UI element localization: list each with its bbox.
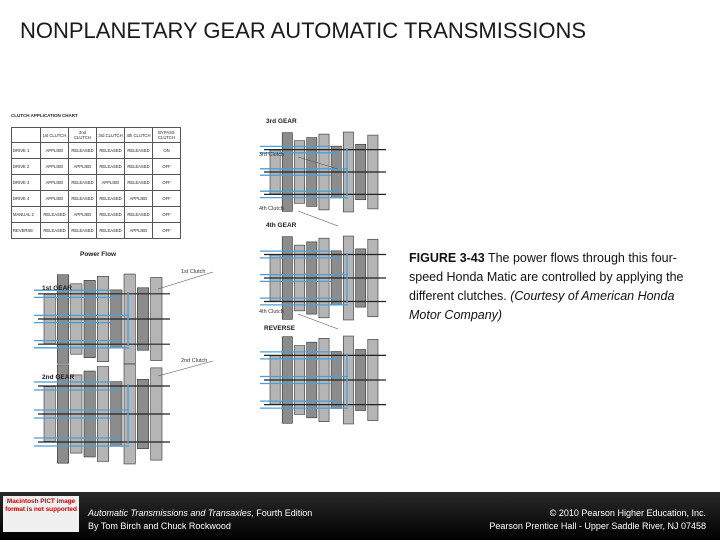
chart-corner: [11, 127, 41, 143]
chart-row-label: DRIVE 3: [11, 174, 41, 191]
chart-cell: OFF: [152, 222, 181, 239]
book-title: Automatic Transmissions and Transaxles: [88, 508, 252, 518]
chart-header-row: 1st CLUTCH 2nd CLUTCH 3rd CLUTCH 4th CLU…: [11, 127, 181, 143]
chart-cell: APPLIED: [124, 222, 153, 239]
chart-row: DRIVE 3 APPLIED RELEASED APPLIED RELEASE…: [11, 174, 181, 191]
reverse-label: REVERSE: [264, 325, 296, 332]
chart-cell: APPLIED: [40, 158, 69, 175]
figure-caption: FIGURE 3-43 The power flows through this…: [409, 249, 699, 325]
chart-cell: APPLIED: [124, 190, 153, 207]
chart-cell: OFF: [152, 206, 181, 223]
second-gear-label: 2nd GEAR: [42, 374, 75, 381]
chart-cell: RELEASED: [96, 190, 125, 207]
chart-cell: RELEASED: [124, 142, 153, 159]
second-clutch-label: 2nd Clutch: [181, 358, 208, 364]
chart-cell: RELEASED: [68, 174, 97, 191]
chart-row: REVERSE RELEASED RELEASED RELEASED APPLI…: [11, 222, 181, 239]
reverse-drawing: [260, 335, 386, 425]
chart-row-label: MANUAL 2: [11, 206, 41, 223]
first-gear-label: 1st GEAR: [42, 285, 72, 292]
book-edition: , Fourth Edition: [251, 508, 313, 518]
third-gear-drawing: [260, 131, 386, 213]
chart-cell: RELEASED: [68, 222, 97, 239]
chart-row: DRIVE 1 APPLIED RELEASED RELEASED RELEAS…: [11, 142, 181, 159]
book-authors: By Tom Birch and Chuck Rockwood: [88, 520, 231, 531]
chart-cell: OFF: [152, 158, 181, 175]
chart-cell: RELEASED: [124, 174, 153, 191]
chart-cell: APPLIED: [68, 206, 97, 223]
fourth-clutch-label: 4th Clutch: [259, 206, 284, 212]
copyright-text: © 2010 Pearson Higher Education, Inc.: [549, 508, 706, 518]
chart-header: BYPASS CLUTCH: [152, 127, 181, 143]
chart-cell: APPLIED: [40, 174, 69, 191]
caption-text: The power flows through this four-speed …: [409, 251, 684, 303]
footer-book-line: Automatic Transmissions and Transaxles, …: [88, 507, 312, 520]
slide-title: NONPLANETARY GEAR AUTOMATIC TRANSMISSION…: [20, 18, 587, 43]
caption-credit: (Courtesy of American Honda Motor Compan…: [409, 289, 675, 322]
chart-header: 3rd CLUTCH: [96, 127, 125, 143]
chart-cell: RELEASED: [96, 158, 125, 175]
third-clutch-label: 3rd Clutch: [259, 152, 285, 158]
chart-header: 2nd CLUTCH: [68, 127, 97, 143]
figure-3-43: CLUTCH APPLICATION CHART 1st CLUTCH 2nd …: [8, 113, 398, 480]
chart-row: DRIVE 4 APPLIED RELEASED RELEASED APPLIE…: [11, 190, 181, 207]
footer-book-info: Automatic Transmissions and Transaxles, …: [88, 507, 312, 532]
fourth-clutch-label-b: 4th Clutch: [259, 309, 284, 315]
clutch-application-chart: 1st CLUTCH 2nd CLUTCH 3rd CLUTCH 4th CLU…: [11, 127, 181, 239]
chart-cell: RELEASED: [96, 142, 125, 159]
chart-cell: RELEASED: [124, 206, 153, 223]
chart-row-label: DRIVE 4: [11, 190, 41, 207]
chart-cell: APPLIED: [40, 142, 69, 159]
chart-cell: RELEASED: [40, 222, 69, 239]
fourth-gear-drawing: [260, 235, 386, 321]
clutch-chart-title: CLUTCH APPLICATION CHART: [11, 113, 78, 118]
chart-header: 4th CLUTCH: [124, 127, 153, 143]
chart-cell: RELEASED: [68, 142, 97, 159]
chart-row-label: DRIVE 2: [11, 158, 41, 175]
chart-cell: ON: [152, 142, 181, 159]
footer-copyright: © 2010 Pearson Higher Education, Inc. Pe…: [489, 507, 706, 532]
power-flow-label: Power Flow: [80, 251, 117, 258]
chart-cell: RELEASED: [96, 222, 125, 239]
chart-row: DRIVE 2 APPLIED APPLIED RELEASED RELEASE…: [11, 158, 181, 175]
chart-row-label: DRIVE 1: [11, 142, 41, 159]
chart-cell: RELEASED: [40, 206, 69, 223]
leader-line: [297, 313, 339, 330]
footer-bar: Macintosh PICT image format is not suppo…: [0, 492, 720, 540]
chart-header: 1st CLUTCH: [40, 127, 69, 143]
chart-cell: RELEASED: [124, 158, 153, 175]
chart-row-label: REVERSE: [11, 222, 41, 239]
chart-cell: RELEASED: [68, 190, 97, 207]
chart-cell: APPLIED: [40, 190, 69, 207]
leader-line: [297, 210, 339, 227]
third-gear-label: 3rd GEAR: [266, 118, 297, 125]
chart-cell: APPLIED: [96, 174, 125, 191]
chart-cell: APPLIED: [68, 158, 97, 175]
publisher-text: Pearson Prentice Hall - Upper Saddle Riv…: [489, 520, 706, 531]
first-clutch-label: 1st Clutch: [181, 269, 206, 275]
figure-number: FIGURE 3-43: [409, 251, 485, 265]
chart-row: MANUAL 2 RELEASED APPLIED RELEASED RELEA…: [11, 206, 181, 223]
publisher-logo-placeholder: Macintosh PICT image format is not suppo…: [3, 496, 79, 532]
chart-cell: OFF: [152, 174, 181, 191]
fourth-gear-label: 4th GEAR: [266, 222, 297, 229]
chart-cell: RELEASED: [96, 206, 125, 223]
leader-line: [297, 156, 339, 170]
chart-cell: OFF: [152, 190, 181, 207]
